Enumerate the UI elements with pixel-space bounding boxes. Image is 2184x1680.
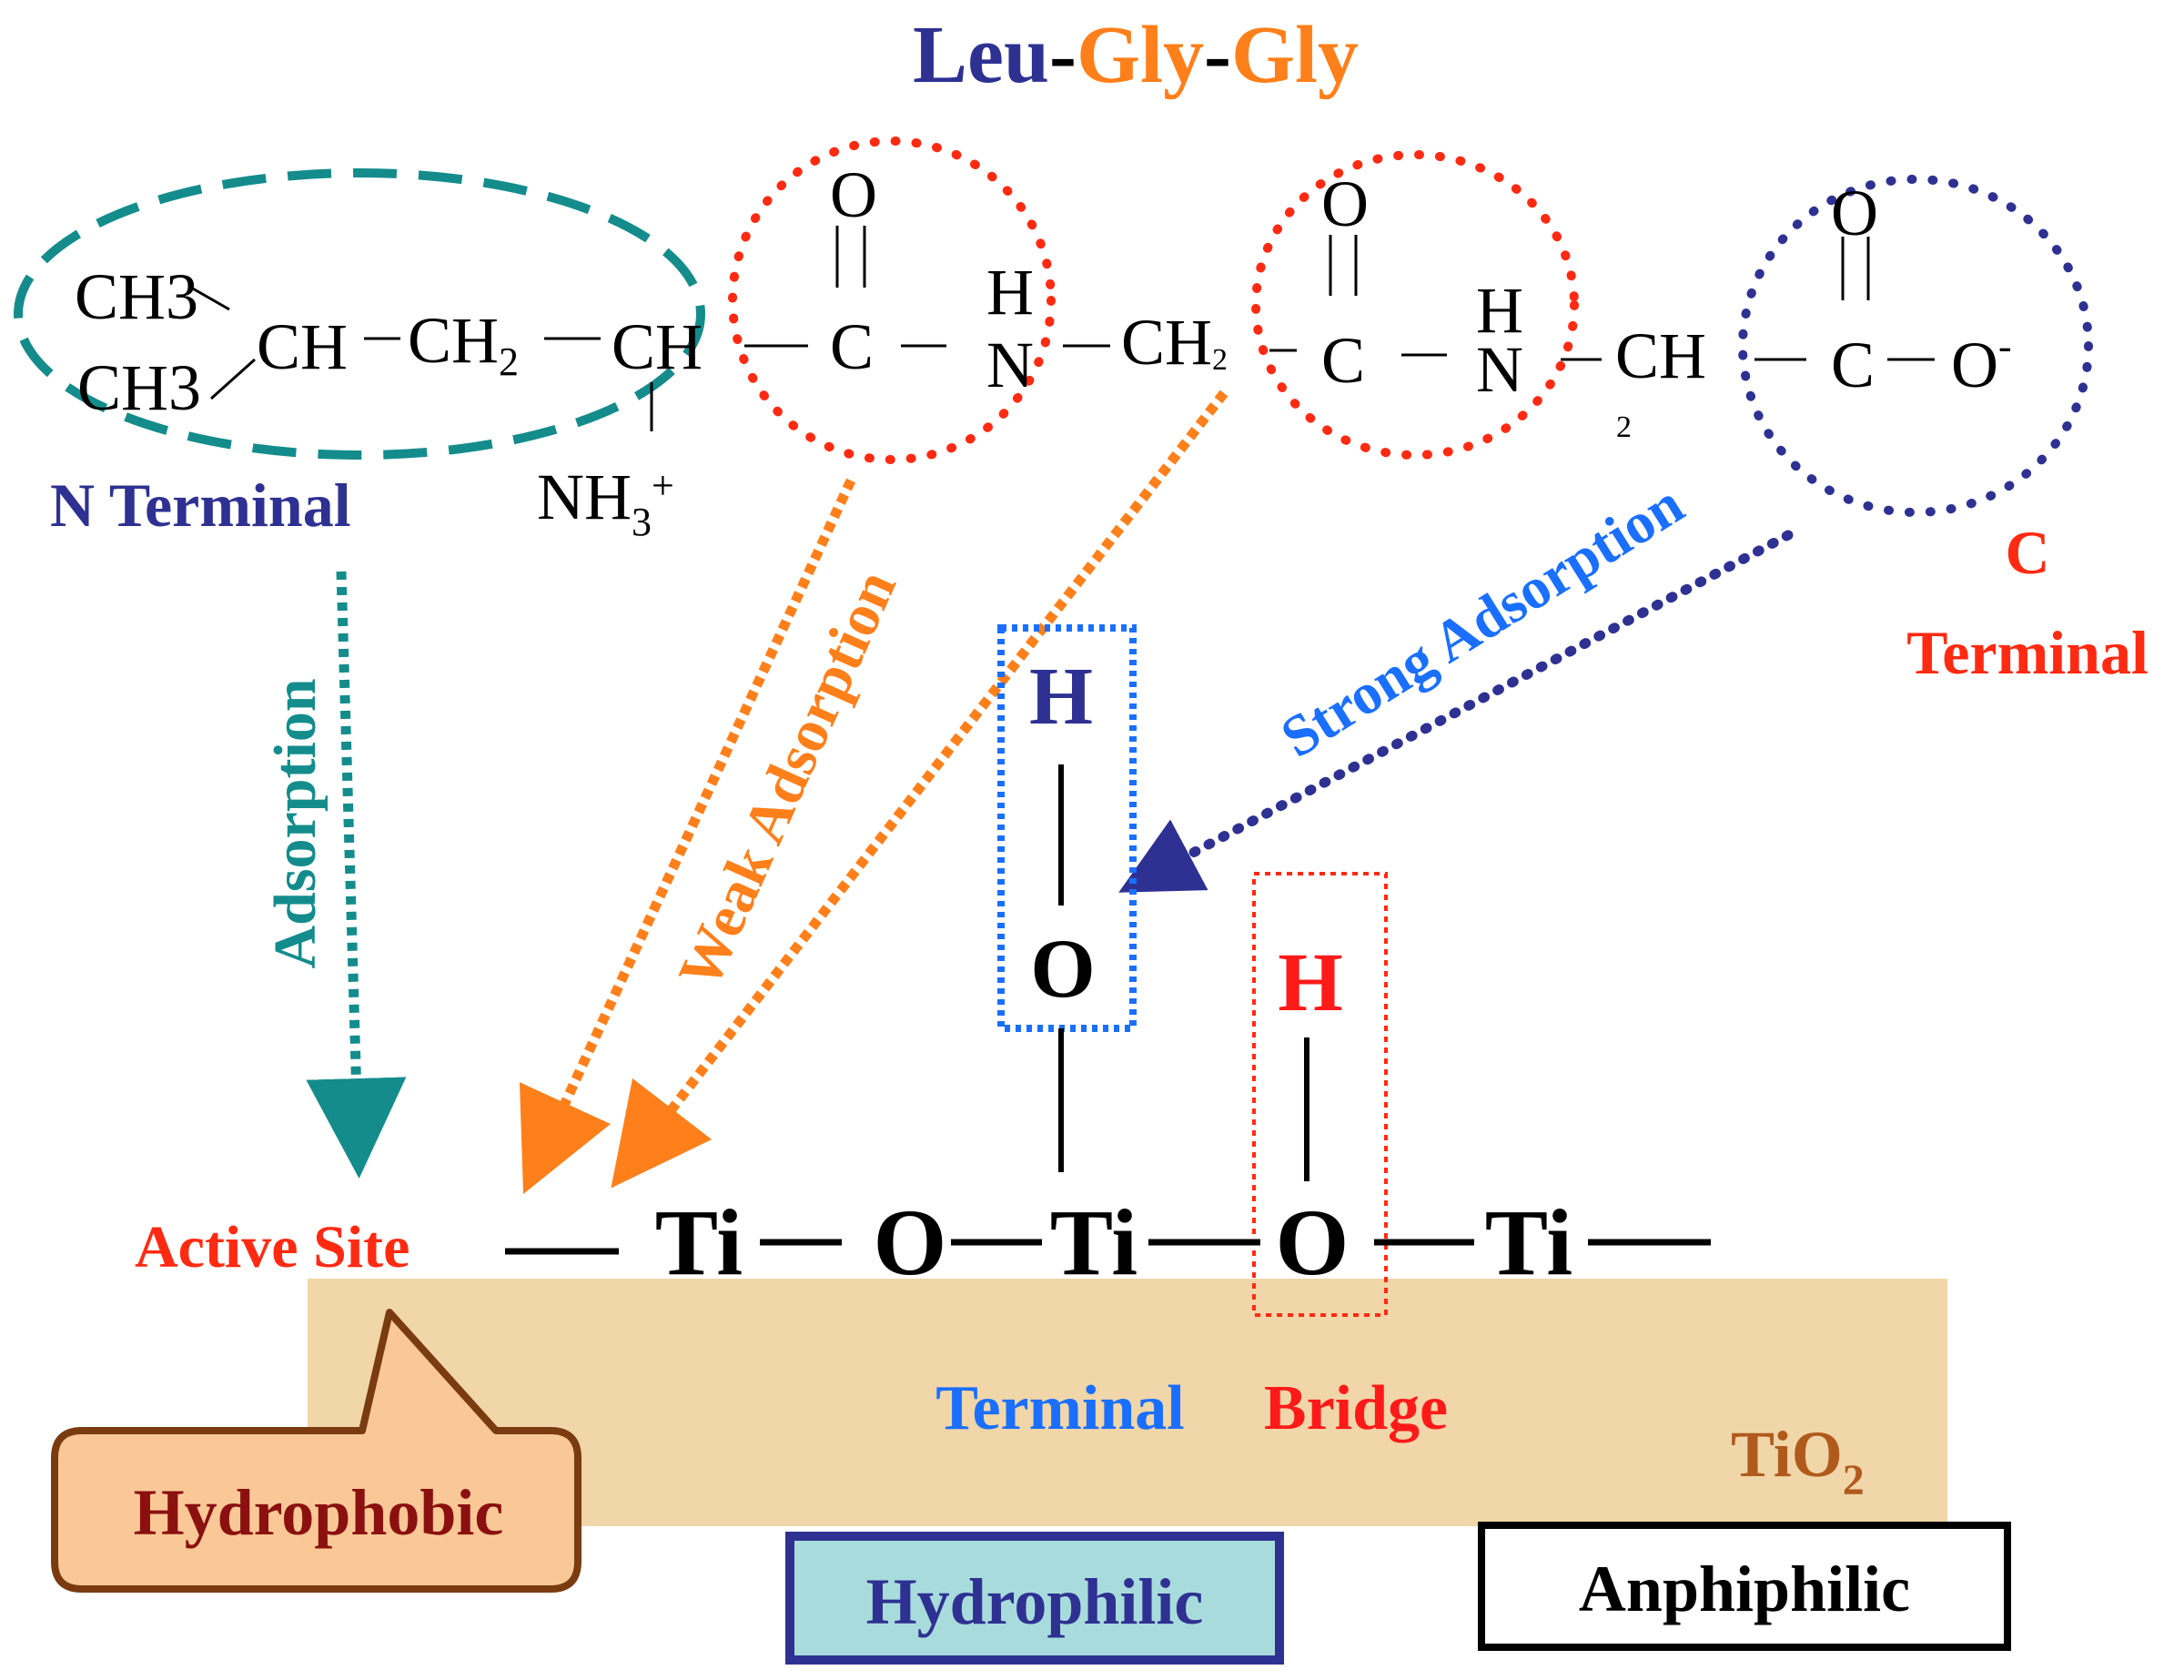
title: Leu-Gly-Gly xyxy=(913,10,1359,100)
tio2-label: TiO2 xyxy=(1731,1418,1865,1504)
o-3: O xyxy=(1831,177,1878,249)
c-terminal-label-line2: Terminal xyxy=(1906,618,2149,687)
amide-1-circle xyxy=(728,137,1056,464)
hydrophobic-callout xyxy=(51,1309,581,1593)
o-surface-1: O xyxy=(874,1190,947,1295)
n-2: N xyxy=(1476,333,1523,406)
adsorption-label: Adsorption xyxy=(262,678,329,968)
adsorption-arrow xyxy=(306,571,407,1179)
carboxylate-circle xyxy=(1738,175,2093,517)
ch-3-sub: 2 xyxy=(1616,410,1632,444)
nh3: NH3+ xyxy=(537,460,674,544)
o-2: O xyxy=(1321,167,1369,240)
ch-2: CH xyxy=(612,310,703,383)
c-1: C xyxy=(830,310,874,383)
bridge-hydroxyl-box xyxy=(1252,872,1388,1317)
h-2: H xyxy=(1476,274,1523,347)
ch-1: CH xyxy=(257,310,348,383)
c-2: C xyxy=(1321,324,1365,397)
molecule-atoms: CH3 CH3 CH CH2 CH NH3+ O C H N CH2 O C H… xyxy=(75,158,2012,544)
active-site-label: Active Site xyxy=(135,1214,410,1280)
hydrophobic-label: Hydrophobic xyxy=(134,1476,504,1549)
terminal-o: O xyxy=(1030,922,1096,1015)
hydrophilic-label: Hydrophilic xyxy=(866,1565,1204,1638)
ch3-top: CH3 xyxy=(75,260,198,333)
ti-2: Ti xyxy=(1050,1190,1138,1295)
hydrophilic-box xyxy=(785,1532,1284,1665)
amphiphilic-label: Anphiphilic xyxy=(1579,1553,1910,1625)
o-minus: O- xyxy=(1951,324,2012,401)
surface-bonds xyxy=(505,1239,1711,1255)
ch3-bottom: CH3 xyxy=(77,351,201,424)
c-3: C xyxy=(1831,329,1875,401)
terminal-label: Terminal xyxy=(935,1373,1185,1443)
ch2-1: CH2 xyxy=(408,304,519,384)
ch-3: CH xyxy=(1615,319,1706,392)
n-1: N xyxy=(986,329,1034,401)
surface-atoms: Ti O Ti O Ti xyxy=(655,1190,1572,1295)
amphiphilic-box xyxy=(1478,1522,2011,1651)
n-terminal-label: N Terminal xyxy=(50,471,351,540)
c-terminal-label-line1: C xyxy=(2005,518,2049,587)
amide-2-circle xyxy=(1251,150,1579,460)
o-1: O xyxy=(830,158,877,231)
h-1: H xyxy=(986,256,1034,329)
terminal-h: H xyxy=(1029,652,1093,742)
bridge-label: Bridge xyxy=(1264,1373,1448,1443)
ti-1: Ti xyxy=(655,1190,743,1295)
strong-adsorption-arrow xyxy=(1118,530,1794,893)
o-surface-2: O xyxy=(1276,1190,1350,1295)
bridge-h: H xyxy=(1278,936,1343,1028)
n-terminal-ellipse xyxy=(14,168,705,460)
terminal-hydroxyl-box xyxy=(997,624,1137,1032)
ch2-2: CH2 xyxy=(1121,306,1228,379)
ti-3: Ti xyxy=(1485,1190,1572,1295)
molecule-bonds xyxy=(190,226,1935,431)
weak-adsorption-arrow-2 xyxy=(611,390,1228,1189)
